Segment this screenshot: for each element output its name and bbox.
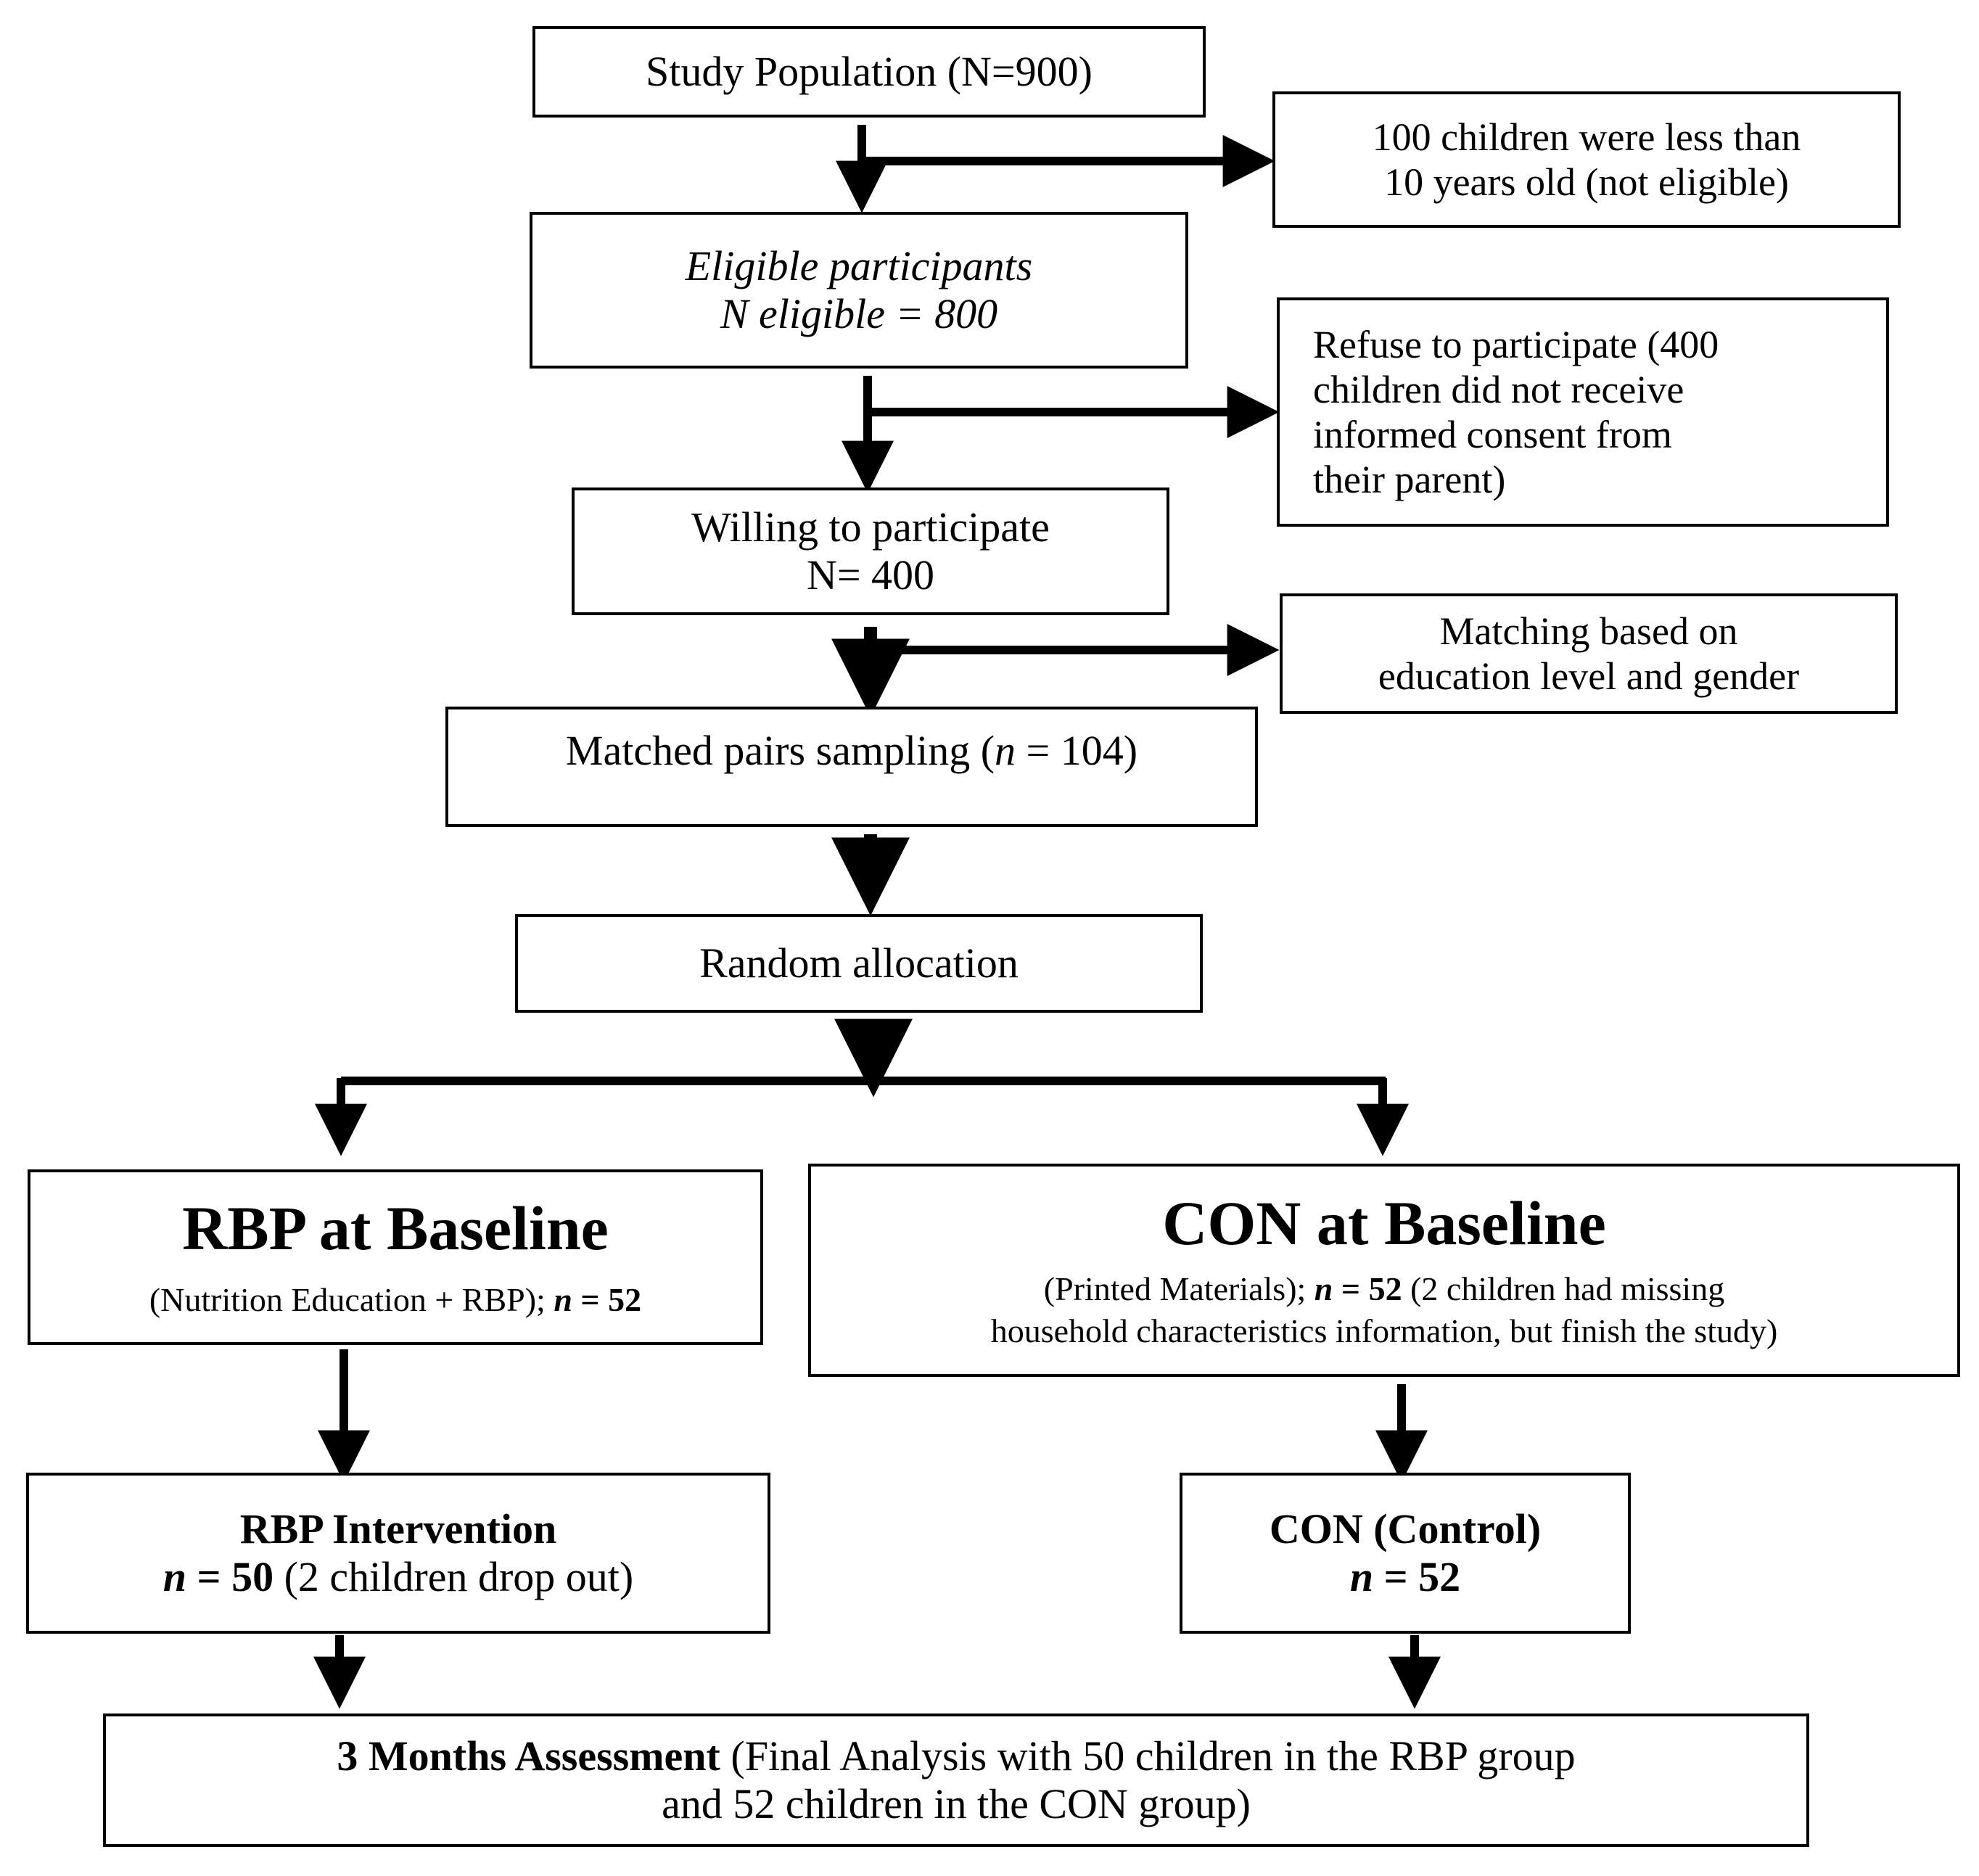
rbp-baseline-detail: (Nutrition Education + RBP); n = 52: [149, 1279, 641, 1321]
eligible-line1: Eligible participants: [685, 242, 1033, 289]
matched-pairs-suffix: = 104): [1016, 727, 1138, 774]
excluded-age-line1: 100 children were less than: [1372, 115, 1801, 159]
con-baseline-n-value: = 52: [1333, 1270, 1402, 1307]
matching-basis-line2: education level and gender: [1378, 654, 1800, 698]
rbp-intervention-title: RBP Intervention: [239, 1505, 557, 1552]
con-baseline-title: CON at Baseline: [1162, 1188, 1606, 1258]
willing-line1: Willing to participate: [691, 503, 1050, 551]
rbp-intervention-value: = 50: [186, 1553, 274, 1600]
refused-line1: Refuse to participate (400: [1313, 323, 1719, 366]
random-allocation-box: Random allocation: [515, 914, 1203, 1013]
study-population-text: Study Population (N=900): [646, 48, 1093, 95]
eligible-box: Eligible participants N eligible = 800: [530, 212, 1188, 369]
rbp-intervention-n: n: [162, 1553, 187, 1600]
rbp-baseline-box: RBP at Baseline (Nutrition Education + R…: [28, 1169, 763, 1345]
excluded-age-line2: 10 years old (not eligible): [1384, 160, 1789, 204]
willing-box: Willing to participate N= 400: [572, 487, 1169, 615]
matched-pairs-box: Matched pairs sampling (n = 104): [445, 707, 1258, 827]
rbp-intervention-box: RBP Intervention n = 50 (2 children drop…: [26, 1473, 770, 1634]
matched-pairs-prefix: Matched pairs sampling (: [565, 727, 995, 774]
matching-basis-box: Matching based on education level and ge…: [1280, 593, 1898, 714]
rbp-intervention-note: (2 children drop out): [273, 1553, 634, 1600]
con-control-title: CON (Control): [1269, 1505, 1542, 1552]
con-control-n: n: [1349, 1553, 1374, 1600]
refused-box: Refuse to participate (400 children did …: [1277, 297, 1889, 527]
matching-basis-line1: Matching based on: [1439, 609, 1738, 653]
con-control-count: n = 52: [1350, 1553, 1460, 1601]
rbp-baseline-n-value: = 52: [572, 1281, 642, 1318]
study-population-box: Study Population (N=900): [532, 26, 1206, 118]
rbp-baseline-title: RBP at Baseline: [182, 1193, 609, 1263]
con-baseline-line2: household characteristics information, b…: [990, 1312, 1778, 1349]
con-baseline-detail: (Printed Materials); n = 52 (2 children …: [1044, 1268, 1724, 1310]
random-allocation-text: Random allocation: [699, 939, 1019, 987]
final-assessment-line2: and 52 children in the CON group): [662, 1780, 1251, 1827]
matched-pairs-n: n: [995, 727, 1016, 774]
con-baseline-n: n: [1314, 1270, 1333, 1307]
willing-line2: N= 400: [806, 551, 935, 598]
con-baseline-box: CON at Baseline (Printed Materials); n =…: [808, 1164, 1960, 1377]
con-control-value: = 52: [1373, 1553, 1461, 1600]
eligible-line2: N eligible = 800: [720, 290, 998, 337]
rbp-baseline-detail-prefix: (Nutrition Education + RBP);: [149, 1281, 554, 1318]
excluded-age-box: 100 children were less than 10 years old…: [1272, 91, 1901, 228]
refused-line2: children did not receive: [1313, 368, 1684, 411]
rbp-intervention-count: n = 50 (2 children drop out): [163, 1553, 633, 1601]
con-baseline-detail-prefix: (Printed Materials);: [1043, 1270, 1314, 1307]
con-baseline-detail-suffix: (2 children had missing: [1402, 1270, 1725, 1307]
final-assessment-line1: 3 Months Assessment (Final Analysis with…: [337, 1732, 1575, 1780]
rbp-baseline-n: n: [554, 1281, 572, 1318]
refused-line4: their parent): [1313, 458, 1506, 501]
final-assessment-title: 3 Months Assessment: [337, 1732, 720, 1780]
refused-line3: informed consent from: [1313, 413, 1672, 456]
matched-pairs-text: Matched pairs sampling (n = 104): [566, 727, 1137, 775]
final-assessment-box: 3 Months Assessment (Final Analysis with…: [103, 1714, 1809, 1847]
final-assessment-line1-rest: (Final Analysis with 50 children in the …: [720, 1732, 1576, 1780]
con-control-box: CON (Control) n = 52: [1180, 1473, 1631, 1634]
